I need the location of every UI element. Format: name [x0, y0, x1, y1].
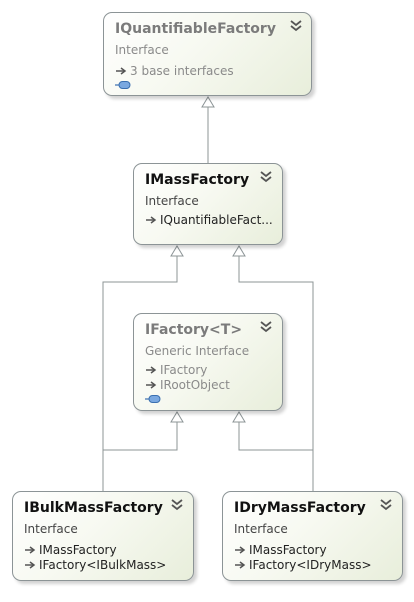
- member-row: IMassFactory: [24, 542, 117, 557]
- inherit-arrow-icon: [25, 545, 36, 554]
- collapse-chevron-icon[interactable]: [288, 19, 304, 33]
- edge-idry-to-imass: [238, 256, 314, 491]
- node-stereotype: Interface: [234, 522, 288, 536]
- member-label: IMassFactory: [39, 542, 117, 557]
- node-imass-factory[interactable]: IMassFactory Interface IQuantifiableFact…: [133, 163, 283, 245]
- member-label: 3 base interfaces: [130, 63, 234, 78]
- member-label: IRootObject: [160, 377, 230, 392]
- interface-lollipop-icon: [115, 81, 131, 89]
- arrowhead-iquantifiable: [201, 96, 215, 108]
- member-label: IFactory<IDryMass>: [249, 557, 372, 572]
- inherit-arrow-icon: [235, 560, 246, 569]
- inherit-arrow-icon: [25, 560, 36, 569]
- node-iquantifiable-factory[interactable]: IQuantifiableFactory Interface 3 base in…: [103, 12, 312, 96]
- member-row: IFactory<IDryMass>: [234, 557, 372, 572]
- node-title: IMassFactory: [145, 172, 250, 188]
- node-stereotype: Interface: [145, 194, 199, 208]
- node-title: IQuantifiableFactory: [115, 21, 276, 37]
- edge-idry-to-ifactory: [238, 422, 314, 491]
- member-row: IQuantifiableFact...: [145, 212, 273, 227]
- member-label: IMassFactory: [249, 542, 327, 557]
- arrowhead-imass-left: [170, 245, 184, 257]
- inherit-arrow-icon: [116, 66, 127, 75]
- member-row: IRootObject: [145, 377, 230, 392]
- member-label: IQuantifiableFact...: [160, 212, 273, 227]
- edge-ibulk-to-ifactory: [102, 422, 178, 491]
- inherit-arrow-icon: [235, 545, 246, 554]
- inherit-arrow-icon: [146, 365, 157, 374]
- node-title: IDryMassFactory: [234, 500, 366, 516]
- node-ibulk-mass-factory[interactable]: IBulkMassFactory Interface IMassFactory …: [12, 491, 194, 581]
- node-stereotype: Interface: [115, 43, 169, 57]
- node-stereotype: Generic Interface: [145, 344, 250, 358]
- node-ifactory-generic[interactable]: IFactory<T> Generic Interface IFactory I…: [133, 313, 283, 411]
- node-stereotype: Interface: [24, 522, 78, 536]
- node-title: IBulkMassFactory: [24, 500, 163, 516]
- member-row: 3 base interfaces: [115, 63, 234, 78]
- member-label: IFactory<IBulkMass>: [39, 557, 167, 572]
- collapse-chevron-icon[interactable]: [378, 498, 394, 512]
- member-row: IMassFactory: [234, 542, 327, 557]
- member-label: IFactory: [160, 362, 208, 377]
- member-row: IFactory<IBulkMass>: [24, 557, 166, 572]
- arrowhead-ifactory-right: [232, 411, 246, 423]
- edge-ibulk-to-imass: [102, 256, 178, 491]
- collapse-chevron-icon[interactable]: [258, 320, 274, 334]
- collapse-chevron-icon[interactable]: [258, 170, 274, 184]
- arrowhead-ifactory-left: [170, 411, 184, 423]
- inherit-arrow-icon: [146, 380, 157, 389]
- member-row: IFactory: [145, 362, 207, 377]
- node-idry-mass-factory[interactable]: IDryMassFactory Interface IMassFactory I…: [222, 491, 403, 581]
- interface-lollipop-icon: [145, 395, 161, 403]
- inherit-arrow-icon: [146, 215, 157, 224]
- node-title: IFactory<T>: [145, 322, 243, 338]
- arrowhead-imass-right: [232, 245, 246, 257]
- collapse-chevron-icon[interactable]: [169, 498, 185, 512]
